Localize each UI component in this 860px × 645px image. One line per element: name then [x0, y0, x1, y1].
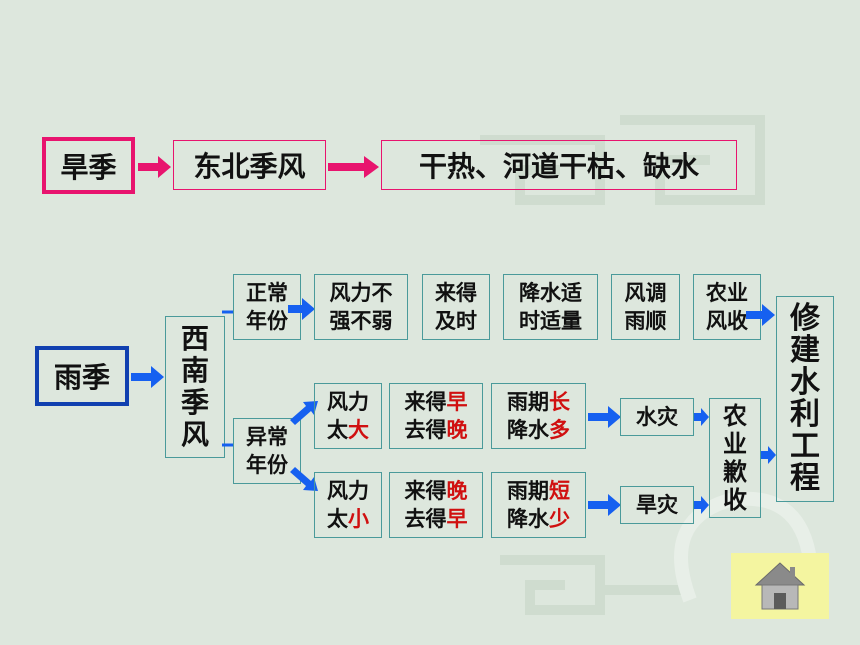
arrow-right-icon	[138, 156, 171, 178]
step-line: 时适量	[519, 309, 582, 333]
step-line: 风力	[327, 479, 369, 503]
step-line: 风力	[327, 390, 369, 414]
flood-label: 水灾	[636, 405, 678, 429]
step-line: 来得晚	[404, 479, 468, 503]
outcome-char: 农	[723, 402, 747, 430]
normal-year-line: 正常	[246, 281, 288, 305]
dry-result-box: 干热、河道干枯、缺水	[381, 140, 737, 190]
flood-box: 水灾	[620, 398, 694, 436]
early-arrival-box: 来得早 去得晚	[389, 383, 483, 449]
step-line: 风收	[706, 309, 748, 333]
timely-arrival-box: 来得 及时	[422, 274, 490, 340]
dry-result-label: 干热、河道干枯、缺水	[418, 150, 699, 183]
step-line: 风力不	[329, 281, 393, 305]
rainy-season-label: 雨季	[53, 361, 110, 394]
normal-year-box: 正常 年份	[233, 274, 301, 340]
solution-char: 修	[790, 301, 820, 336]
solution-char: 水	[790, 365, 820, 400]
step-line: 去得早	[404, 507, 468, 531]
step-line: 农业	[706, 281, 748, 305]
step-line: 及时	[435, 309, 477, 333]
step-line: 降水多	[507, 418, 570, 442]
step-line: 太小	[327, 507, 369, 531]
step-line: 来得	[435, 281, 477, 305]
home-button[interactable]	[731, 553, 829, 619]
arrow-right-icon	[328, 156, 379, 178]
step-line: 雨顺	[624, 309, 667, 333]
late-arrival-box: 来得晚 去得早	[389, 472, 483, 538]
dry-season-box: 旱季	[42, 137, 135, 194]
northeast-monsoon-box: 东北季风	[173, 140, 326, 190]
step-line: 风调	[624, 281, 667, 305]
step-line: 强不弱	[329, 309, 393, 333]
drought-box: 旱灾	[620, 486, 694, 524]
abnormal-year-box: 异常 年份	[233, 418, 301, 484]
step-line: 太大	[327, 418, 369, 442]
arrow-right-icon	[746, 304, 775, 326]
moderate-rain-box: 降水适 时适量	[503, 274, 598, 340]
arrow-right-icon	[694, 408, 709, 426]
solution-char: 工	[790, 429, 820, 464]
wind-moderate-box: 风力不 强不弱	[314, 274, 408, 340]
solution-char: 利	[790, 397, 820, 432]
solution-char: 建	[790, 333, 820, 368]
monsoon-branch-lines	[222, 310, 234, 447]
step-line: 雨期短	[507, 479, 570, 503]
arrow-up-right-icon	[290, 401, 318, 425]
abnormal-year-line: 年份	[246, 453, 288, 477]
step-line: 降水少	[507, 507, 570, 531]
normal-year-line: 年份	[246, 309, 288, 333]
house-icon	[754, 562, 806, 610]
outcome-char: 歉	[723, 458, 747, 486]
arrow-right-icon	[588, 494, 621, 516]
wind-strong-box: 风力 太大	[314, 383, 382, 449]
southwest-monsoon-box: 西 南 季 风	[165, 316, 225, 458]
good-weather-box: 风调 雨顺	[611, 274, 680, 340]
step-line: 来得早	[404, 390, 468, 414]
short-rain-box: 雨期短 降水少	[491, 472, 586, 538]
step-line: 去得晚	[404, 418, 468, 442]
arrow-right-icon	[288, 298, 315, 320]
long-rain-box: 雨期长 降水多	[491, 383, 586, 449]
arrow-right-icon	[761, 446, 776, 464]
arrow-right-icon	[131, 366, 164, 388]
crop-failure-box: 农 业 歉 收	[709, 398, 761, 518]
drought-label: 旱灾	[636, 493, 678, 517]
northeast-monsoon-label: 东北季风	[193, 150, 306, 183]
arrow-down-right-icon	[290, 467, 318, 491]
step-line: 降水适	[519, 281, 582, 305]
arrow-right-icon	[588, 406, 621, 428]
monsoon-char: 南	[180, 354, 209, 387]
solution-char: 程	[790, 461, 820, 496]
rainy-season-box: 雨季	[35, 346, 129, 406]
monsoon-char: 风	[180, 418, 209, 451]
dry-season-label: 旱季	[60, 150, 117, 184]
monsoon-char: 西	[180, 322, 209, 355]
good-harvest-box: 农业 风收	[693, 274, 761, 340]
monsoon-char: 季	[180, 386, 209, 419]
wind-weak-box: 风力 太小	[314, 472, 382, 538]
step-line: 雨期长	[507, 390, 570, 414]
arrow-right-icon	[694, 496, 709, 514]
outcome-char: 收	[723, 486, 747, 514]
outcome-char: 业	[723, 430, 747, 458]
water-conservancy-box: 修 建 水 利 工 程	[776, 296, 834, 502]
abnormal-year-line: 异常	[246, 425, 288, 449]
